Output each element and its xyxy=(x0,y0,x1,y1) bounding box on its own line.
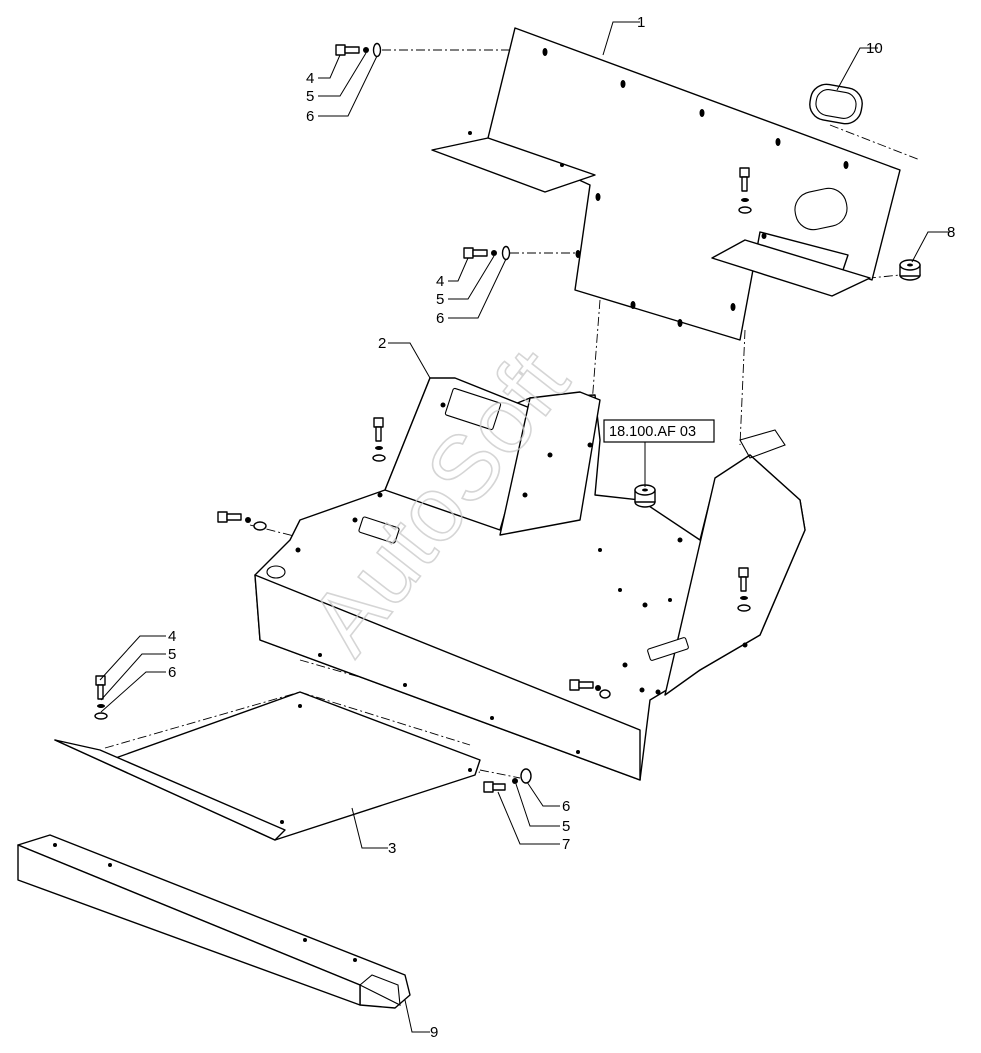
callout-5-lower-right: 5 xyxy=(562,818,570,835)
callout-4-middle: 4 xyxy=(436,273,444,290)
reference-box[interactable]: 18.100.AF 03 xyxy=(603,419,715,443)
callout-9: 9 xyxy=(430,1024,438,1041)
reference-code: 18.100.AF 03 xyxy=(609,424,696,440)
callout-10: 10 xyxy=(866,40,883,57)
leader-lines xyxy=(99,21,950,1033)
callout-5-lower-left: 5 xyxy=(168,646,176,663)
callout-8: 8 xyxy=(947,224,955,241)
part-10-grommet xyxy=(809,83,863,125)
part-1-upper-plate xyxy=(431,27,901,341)
callout-2: 2 xyxy=(378,335,386,352)
callout-5-middle: 5 xyxy=(436,291,444,308)
callout-6-top: 6 xyxy=(306,108,314,125)
hardware xyxy=(94,42,752,793)
callout-5-top: 5 xyxy=(306,88,314,105)
callout-4-lower-left: 4 xyxy=(168,628,176,645)
part-8-rubber-mount xyxy=(899,259,921,281)
callout-7: 7 xyxy=(562,836,570,853)
callout-3: 3 xyxy=(388,840,396,857)
part-3-lower-plate xyxy=(54,683,580,841)
callout-6-lower-left: 6 xyxy=(168,664,176,681)
part-2-console-frame xyxy=(254,377,806,781)
callout-6-middle: 6 xyxy=(436,310,444,327)
part-9-channel-beam xyxy=(17,834,411,1009)
callout-6-lower-right: 6 xyxy=(562,798,570,815)
callout-1: 1 xyxy=(637,14,645,31)
callout-4-top: 4 xyxy=(306,70,314,87)
callout-labels: 1 10 8 2 3 9 4 5 6 4 5 6 4 5 6 6 5 7 xyxy=(168,14,955,1041)
